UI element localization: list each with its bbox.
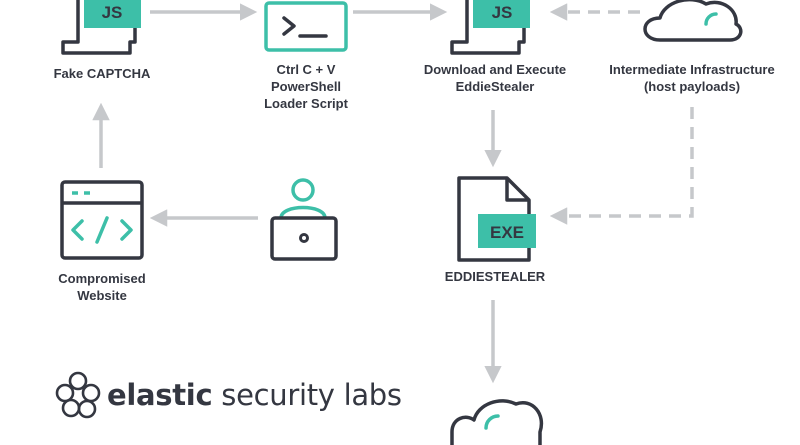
arrow-infra-to-exe [549,107,694,225]
code-browser-icon [60,180,144,260]
brand-bold-text: elastic [107,378,213,412]
user-laptop-icon [270,178,338,261]
brand-light-text: security labs [212,378,402,412]
cloud-icon [643,0,743,42]
terminal-icon [264,1,348,52]
eddiestealer-label: EDDIESTEALER [444,269,546,284]
exe-badge-label: EXE [490,223,524,242]
js-file-icon: JS [450,0,530,55]
js-file-icon: JS [61,0,141,55]
cloud-icon [450,399,544,445]
loader-script-label: Ctrl C + V PowerShell Loader Script [264,62,348,111]
download-execute-label: Download and Execute EddieStealer [423,62,567,94]
js-badge-label: JS [102,3,123,22]
exe-file-icon: EXE [457,176,536,262]
elastic-security-labs-logo: elastic security labs [55,371,402,419]
fake-captcha-label: Fake CAPTCHA [53,66,151,81]
compromised-website-label: Compromised Website [58,271,146,303]
elastic-cluster-icon [55,371,101,419]
js-badge-label: JS [492,3,513,22]
infrastructure-label: Intermediate Infrastructure (host payloa… [609,62,775,94]
